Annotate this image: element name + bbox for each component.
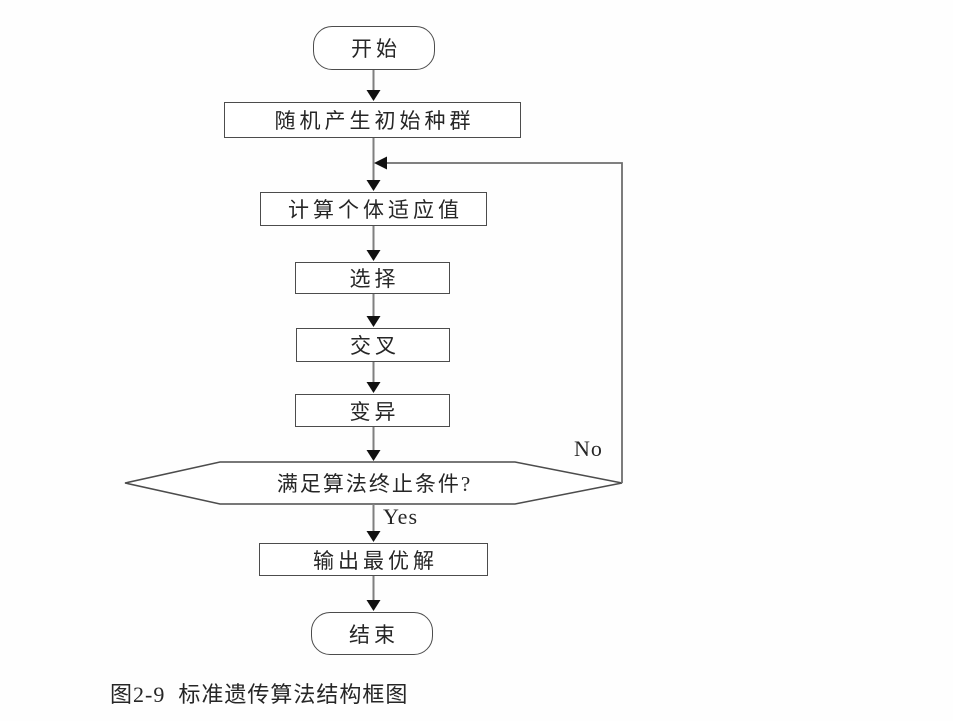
- node-output-best: 输出最优解: [259, 543, 488, 576]
- node-init-population: 随机产生初始种群: [224, 102, 521, 138]
- arrowhead-into-crossover: [366, 316, 381, 327]
- node-output-best-label: 输出最优解: [313, 548, 438, 573]
- node-selection-label: 选择: [349, 267, 400, 291]
- edge-label-yes: Yes: [383, 504, 419, 529]
- edge-feedback-no-loop: [387, 162, 623, 483]
- node-compute-fitness-label: 计算个体适应值: [288, 198, 463, 222]
- arrowhead-into-decision: [366, 450, 381, 461]
- node-termination-decision: 满足算法终止条件?: [145, 462, 602, 504]
- node-start: 开始: [313, 26, 435, 70]
- node-end: 结束: [311, 612, 433, 655]
- arrowhead-into-init: [366, 90, 381, 101]
- edge-label-no: No: [574, 436, 603, 461]
- node-init-population-label: 随机产生初始种群: [274, 109, 475, 133]
- node-compute-fitness: 计算个体适应值: [260, 192, 487, 226]
- node-termination-decision-label: 满足算法终止条件?: [276, 472, 473, 496]
- node-start-label: 开始: [351, 37, 401, 61]
- node-selection: 选择: [295, 262, 450, 294]
- node-mutation: 变异: [295, 394, 450, 427]
- arrowhead-feedback-left: [374, 156, 387, 170]
- node-crossover: 交叉: [296, 328, 450, 362]
- arrowhead-into-fitness: [366, 180, 381, 191]
- arrowheads: [366, 90, 387, 611]
- node-mutation-label: 变异: [349, 399, 400, 424]
- node-crossover-label: 交叉: [350, 334, 400, 358]
- node-end-label: 结束: [349, 622, 399, 647]
- arrowhead-into-selection: [366, 250, 381, 261]
- arrowhead-into-mutation: [366, 382, 381, 393]
- arrowhead-into-end: [366, 600, 381, 611]
- arrowhead-into-output: [366, 531, 381, 542]
- figure-caption: 图2-9 标准遗传算法结构框图: [110, 682, 409, 707]
